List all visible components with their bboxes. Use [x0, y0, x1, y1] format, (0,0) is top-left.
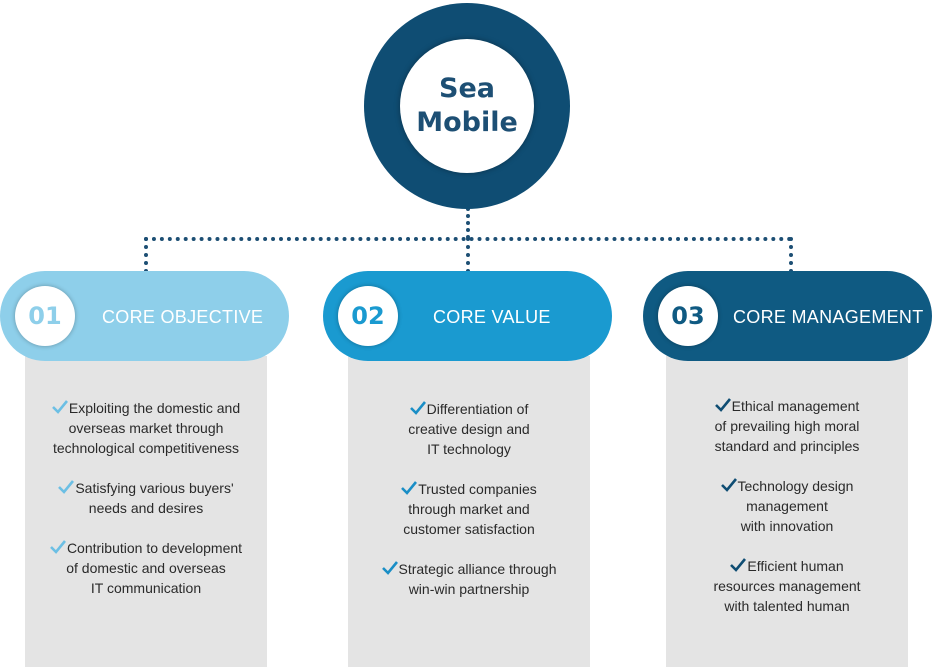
core-objective-panel — [25, 356, 267, 667]
list-item: Differentiation of creative design and I… — [348, 399, 590, 459]
core-value-panel — [348, 356, 590, 667]
list-item: Strategic alliance through win-win partn… — [348, 559, 590, 599]
checkmark-icon — [58, 480, 75, 494]
list-item: Satisfying various buyers' needs and des… — [25, 478, 267, 518]
item-text: Contribution to development of domestic … — [66, 540, 243, 596]
core-value-list: Differentiation of creative design and I… — [348, 399, 590, 619]
checkmark-icon — [720, 478, 737, 492]
hub-connector-vertical — [466, 207, 470, 239]
item-text: Satisfying various buyers' needs and des… — [75, 480, 234, 516]
item-text: Strategic alliance through win-win partn… — [398, 561, 557, 597]
item-text: Differentiation of creative design and I… — [408, 401, 530, 457]
item-text: Exploiting the domestic and overseas mar… — [53, 400, 241, 456]
item-text: Technology design management with innova… — [737, 478, 854, 534]
list-item: Efficient human resources management wit… — [666, 556, 908, 616]
checkmark-icon — [401, 481, 418, 495]
core-objective-title: CORE OBJECTIVE — [102, 307, 264, 327]
core-objective-number: 01 — [15, 286, 75, 346]
hub-title-line1: Sea — [439, 73, 495, 104]
core-management-header: 03 CORE MANAGEMENT — [643, 271, 932, 361]
core-objective-list: Exploiting the domestic and overseas mar… — [25, 398, 267, 618]
core-value-title: CORE VALUE — [433, 307, 551, 327]
checkmark-icon — [50, 540, 66, 554]
core-management-number: 03 — [658, 286, 718, 346]
core-management-title: CORE MANAGEMENT — [733, 307, 924, 327]
list-item: Ethical management of prevailing high mo… — [666, 396, 908, 456]
item-text: Ethical management of prevailing high mo… — [714, 398, 860, 454]
checkmark-icon — [730, 558, 747, 572]
list-item: Exploiting the domestic and overseas mar… — [25, 398, 267, 458]
list-item: Contribution to development of domestic … — [25, 538, 267, 598]
hub-circle: Sea Mobile — [364, 3, 570, 209]
item-text: Trusted companies through market and cus… — [403, 481, 537, 537]
checkmark-icon — [381, 561, 398, 575]
list-item: Technology design management with innova… — [666, 476, 908, 536]
core-management-panel — [666, 356, 908, 667]
hub-inner-circle: Sea Mobile — [400, 39, 534, 173]
checkmark-icon — [714, 398, 731, 412]
checkmark-icon — [409, 401, 426, 415]
hub-title-line2: Mobile — [416, 107, 518, 138]
list-item: Trusted companies through market and cus… — [348, 479, 590, 539]
connector-right — [789, 237, 793, 273]
connector-left — [144, 237, 148, 273]
core-management-list: Ethical management of prevailing high mo… — [666, 396, 908, 636]
core-objective-header: 01 CORE OBJECTIVE — [0, 271, 289, 361]
core-value-header: 02 CORE VALUE — [323, 271, 612, 361]
connector-center — [466, 237, 470, 273]
item-text: Efficient human resources management wit… — [713, 558, 861, 614]
core-value-number: 02 — [338, 286, 398, 346]
checkmark-icon — [51, 400, 68, 414]
